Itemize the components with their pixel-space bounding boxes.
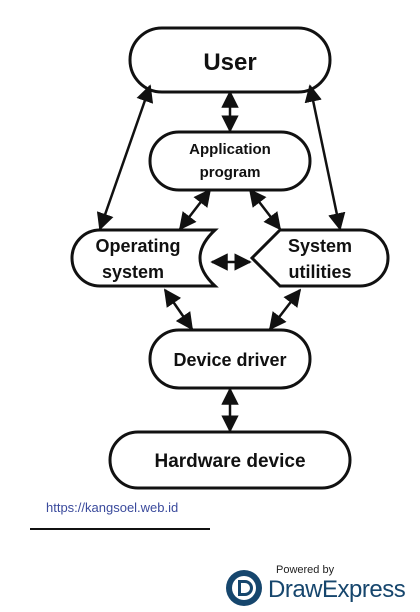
system-utilities-label-line1: System <box>288 236 352 256</box>
arrow-user-system-utilities <box>304 84 346 231</box>
system-utilities-label-line2: utilities <box>288 262 351 282</box>
system-utilities-node: System utilities <box>249 228 390 288</box>
hardware-device-label: Hardware device <box>154 451 305 472</box>
user-label: User <box>203 49 256 76</box>
arrow-user-operating-system <box>96 84 154 231</box>
arrow-system-utilities-device-driver <box>268 288 302 331</box>
application-program-node: Application program <box>148 130 312 192</box>
divider-line <box>30 528 210 530</box>
source-url[interactable]: https://kangsoel.web.id <box>46 500 179 515</box>
arrow-operating-system-device-driver <box>163 288 194 331</box>
powered-by-label: Powered by <box>276 564 335 576</box>
arrow-application-system-utilities <box>248 188 282 231</box>
device-driver-node: Device driver <box>148 328 312 390</box>
operating-system-label-line1: Operating <box>95 236 180 256</box>
drawexpress-logo-icon <box>226 570 262 606</box>
hardware-device-node: Hardware device <box>108 430 352 490</box>
operating-system-label-line2: system <box>102 262 164 282</box>
operating-system-node: Operating system <box>70 228 219 288</box>
brand-name: DrawExpress <box>268 576 406 603</box>
application-label-line2: program <box>200 164 261 181</box>
device-driver-label: Device driver <box>173 350 286 370</box>
arrow-application-operating-system <box>178 188 212 231</box>
user-node: User <box>128 26 332 94</box>
application-label-line1: Application <box>189 141 271 158</box>
